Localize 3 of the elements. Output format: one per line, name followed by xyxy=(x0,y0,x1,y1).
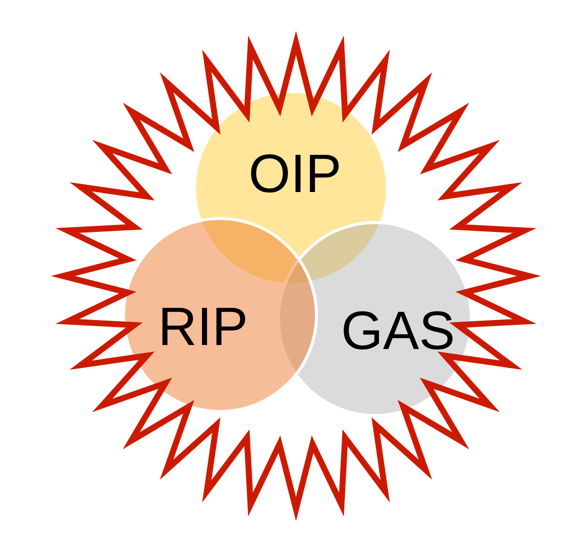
circle-label: RIP xyxy=(158,300,248,354)
circle-label: OIP xyxy=(248,147,342,201)
circle-label: GAS xyxy=(340,304,456,358)
